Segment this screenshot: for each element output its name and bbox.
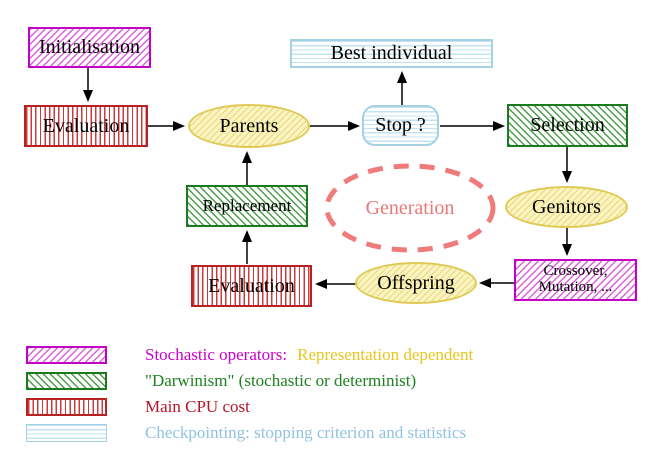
legend-representation-dependent: Representation dependent bbox=[297, 345, 474, 364]
node-evaluation-top: Evaluation bbox=[24, 105, 148, 147]
legend-text-stochastic: Stochastic operators: Representation depe… bbox=[145, 345, 473, 365]
node-replacement: Replacement bbox=[186, 185, 308, 227]
legend-stochastic-title: Stochastic operators: bbox=[145, 345, 288, 364]
legend-swatch-stochastic-operators bbox=[26, 346, 107, 364]
node-best-individual: Best individual bbox=[290, 39, 493, 68]
legend-swatch-cpu-cost bbox=[26, 398, 107, 416]
legend-row-cpu-cost: Main CPU cost bbox=[26, 397, 250, 417]
node-crossover-mutation: Crossover, Mutation, ... bbox=[514, 259, 637, 301]
crossover-line1: Crossover, bbox=[543, 263, 608, 280]
legend-row-stochastic: Stochastic operators: Representation depe… bbox=[26, 345, 473, 365]
legend-row-checkpointing: Checkpointing: stopping criterion and st… bbox=[26, 423, 466, 443]
node-stop: Stop ? bbox=[362, 105, 439, 146]
legend-text-darwinism: "Darwinism" (stochastic or determinist) bbox=[145, 371, 417, 390]
node-genitors: Genitors bbox=[505, 186, 628, 228]
crossover-line2: Mutation, ... bbox=[538, 279, 613, 295]
legend-text-cpu-cost: Main CPU cost bbox=[145, 397, 250, 416]
legend-swatch-checkpointing bbox=[26, 424, 107, 442]
node-parents: Parents bbox=[188, 104, 310, 148]
generation-label: Generation bbox=[365, 196, 455, 219]
node-initialisation: Initialisation bbox=[28, 27, 151, 68]
node-offspring: Offspring bbox=[355, 262, 477, 304]
node-selection: Selection bbox=[507, 104, 628, 147]
legend-swatch-darwinism bbox=[26, 372, 107, 390]
legend-text-checkpointing: Checkpointing: stopping criterion and st… bbox=[145, 423, 467, 442]
legend-row-darwinism: "Darwinism" (stochastic or determinist) bbox=[26, 371, 416, 391]
node-evaluation-bottom: Evaluation bbox=[191, 265, 312, 307]
